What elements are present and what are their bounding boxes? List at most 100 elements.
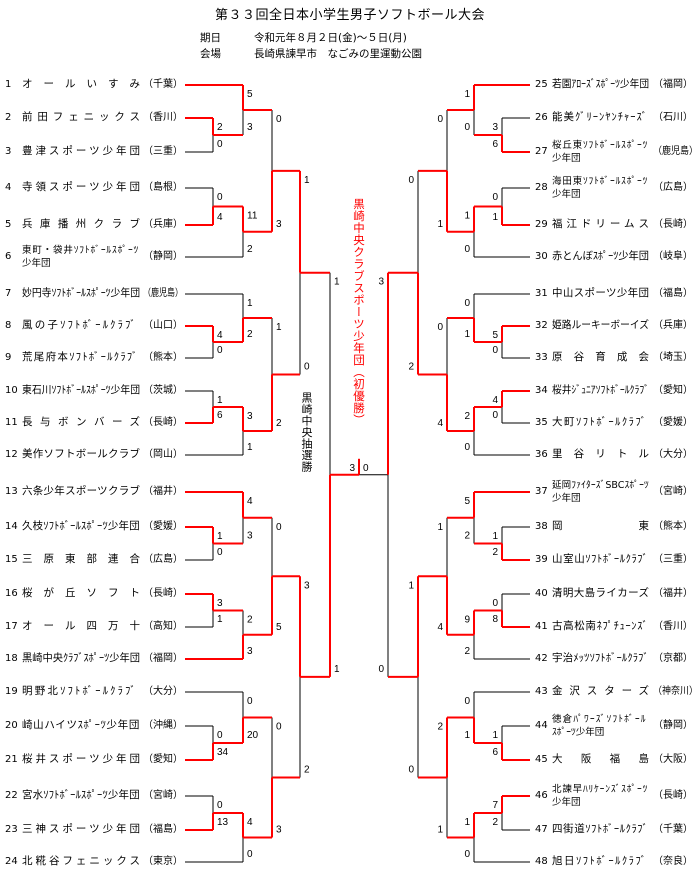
score-bottom: 4	[437, 418, 443, 429]
team-prefecture: （香川）	[143, 112, 183, 123]
team-number: 15	[5, 554, 18, 565]
team-name-line: 桜井スポーツ少年団	[22, 753, 140, 765]
team-name: 東町・袋井ｿﾌﾄﾎﾞｰﾙｽﾎﾟｰﾂ少年団	[22, 244, 140, 270]
score-bottom: 1	[437, 219, 443, 230]
team-number: 27	[535, 146, 548, 157]
team-name-line: 能美ｸﾞﾘｰﾝﾔﾝﾁｬｰｽﾞ	[552, 111, 648, 123]
team-name: オール四万十	[22, 620, 140, 633]
team-name-line: 旭日ｿﾌﾄﾎﾞｰﾙｸﾗﾌﾞ	[552, 855, 648, 867]
team-name-line: 豊津スポーツ少年団	[22, 145, 140, 157]
score-bottom: 3	[247, 122, 253, 133]
team-number: 2	[5, 112, 12, 123]
team-number: 35	[535, 417, 548, 428]
team-name: 海田東ｿﾌﾄﾎﾞｰﾙｽﾎﾟｰﾂ少年団	[552, 175, 649, 201]
team-number: 14	[5, 521, 18, 532]
team-prefecture: （岐阜）	[653, 251, 693, 262]
score-top: 1	[464, 817, 470, 828]
team-prefecture: （千葉）	[143, 79, 183, 90]
score-bottom: 3	[247, 531, 253, 542]
score-bottom: 0	[378, 664, 384, 675]
score-top: 1	[408, 580, 414, 591]
team-prefecture: （福井）	[143, 486, 183, 497]
score-top: 1	[217, 395, 223, 406]
team-name-line: オール四万十	[22, 620, 140, 632]
team-number: 11	[5, 417, 18, 428]
team-prefecture: （愛媛）	[143, 521, 183, 532]
team-name: 風の子ｿﾌﾄﾎﾞｰﾙｸﾗﾌﾞ	[22, 319, 140, 332]
lottery-win-note: 黒崎中央抽選勝	[300, 392, 313, 473]
team-number: 34	[535, 385, 548, 396]
score-bottom: 1	[464, 329, 470, 340]
team-name: 桜井スポーツ少年団	[22, 753, 140, 766]
score-top: 1	[437, 522, 443, 533]
team-prefecture: （大阪）	[653, 754, 693, 765]
team-prefecture: （神奈川）	[653, 686, 698, 697]
team-number: 37	[535, 486, 548, 497]
score-bottom: 2	[247, 329, 253, 340]
team-name-line: 桜丘東ｿﾌﾄﾎﾞｰﾙｽﾎﾟｰﾂ	[552, 140, 649, 151]
team-number: 38	[535, 521, 548, 532]
team-number: 1	[5, 79, 12, 90]
team-number: 3	[5, 146, 12, 157]
team-number: 12	[5, 449, 18, 460]
team-number: 5	[5, 219, 12, 230]
team-number: 36	[535, 449, 548, 460]
team-prefecture: （福井）	[653, 588, 693, 599]
team-name: 妙円寺ｿﾌﾄﾎﾞｰﾙｽﾎﾟｰﾂ少年団	[22, 287, 140, 300]
score-top: 0	[437, 322, 443, 333]
team-prefecture: （奈良）	[653, 856, 693, 867]
score-bottom: 0	[304, 362, 310, 373]
team-name-line: 少年団	[22, 258, 51, 269]
score-top: 0	[217, 192, 223, 203]
score-top: 1	[247, 298, 253, 309]
team-name-line: 福江ドリームス	[552, 218, 649, 230]
team-number: 13	[5, 486, 18, 497]
team-prefecture: （石川）	[653, 112, 693, 123]
team-name-line: 六条少年スポーツクラブ	[22, 485, 140, 497]
venue-label: 会場	[200, 48, 221, 60]
team-prefecture: （愛媛）	[653, 417, 693, 428]
score-top: 3	[247, 411, 253, 422]
team-prefecture: （宮崎）	[143, 790, 183, 801]
score-bottom: 1	[247, 442, 253, 453]
team-number: 26	[535, 112, 548, 123]
team-name: 三神スポーツ少年団	[22, 823, 140, 836]
score-top: 0	[217, 730, 223, 741]
team-prefecture: （千葉）	[653, 824, 693, 835]
team-number: 16	[5, 588, 18, 599]
score-bottom: 8	[492, 614, 498, 625]
team-name-line: ｽﾎﾟｰﾂ少年団	[552, 727, 605, 738]
team-prefecture: （埼玉）	[653, 352, 693, 363]
score-top: 4	[247, 817, 253, 828]
team-entry: 13 六条少年スポーツクラブ（福井）	[0, 477, 700, 507]
team-name-line: 若園ｱﾛｰｽﾞｽﾎﾟｰﾂ少年団	[552, 78, 650, 90]
team-prefecture: （静岡）	[143, 251, 183, 262]
team-number: 47	[535, 824, 548, 835]
score-top: 0	[247, 696, 253, 707]
team-name-line: 久枝ｿﾌﾄﾎﾞｰﾙｽﾎﾟｰﾂ少年団	[22, 520, 140, 532]
team-name-line: 明野北ｿﾌﾄﾎﾞｰﾙｸﾗﾌﾞ	[22, 685, 138, 697]
score-bottom: 6	[217, 410, 223, 421]
score-top: 0	[408, 175, 414, 186]
score-top: 7	[492, 800, 498, 811]
team-name-line: 長与ボンバーズ	[22, 416, 140, 428]
team-name-line: 三原東部連合	[22, 553, 140, 565]
team-number: 21	[5, 754, 18, 765]
team-name-line: 里谷リトル	[552, 448, 649, 460]
team-prefecture: （沖縄）	[143, 720, 183, 731]
score-top: 1	[334, 277, 340, 288]
score-bottom: 1	[464, 730, 470, 741]
